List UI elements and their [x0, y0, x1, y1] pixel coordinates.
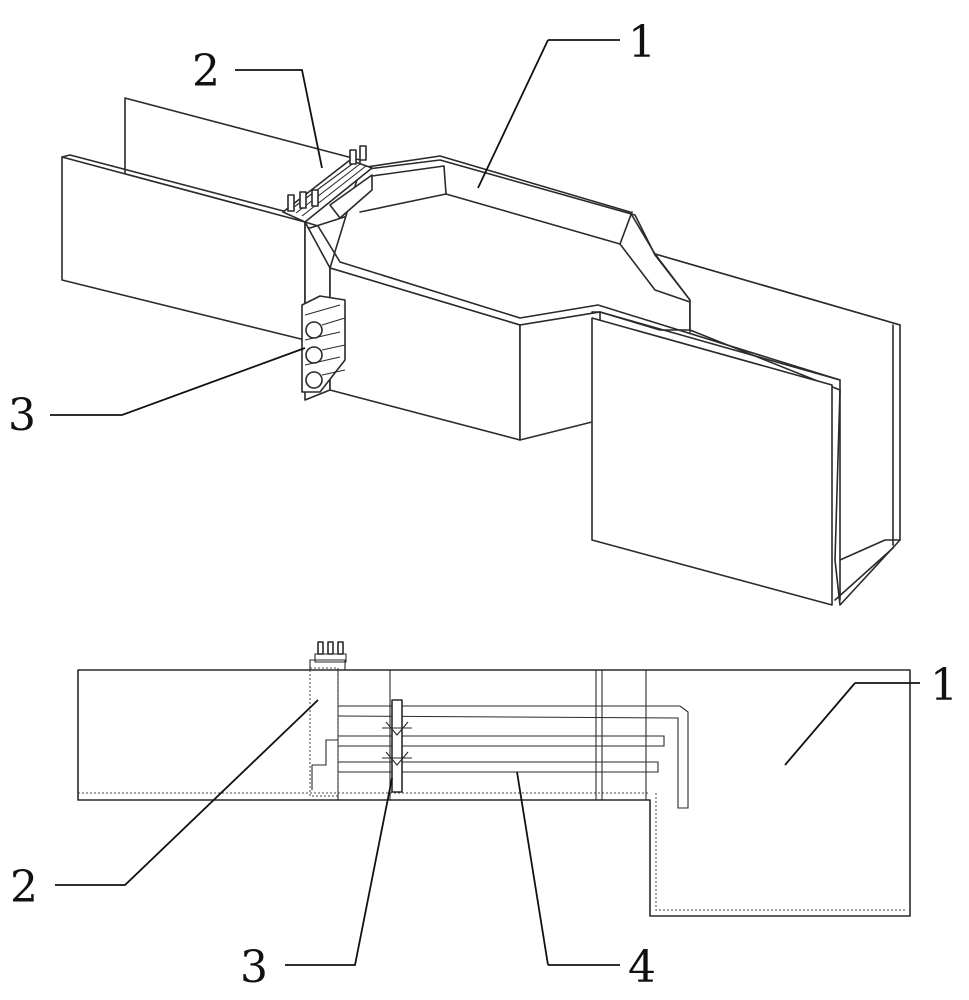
pipe-1: [337, 705, 689, 809]
right-end-floor: [834, 539, 901, 601]
top-label-2: 2: [192, 46, 220, 97]
mechanism-3-side: [382, 699, 412, 793]
section-line-c: [595, 670, 603, 800]
mechanism-2-top: [282, 145, 373, 223]
trough-outline: [77, 669, 911, 917]
bottom-leader-4: [516, 771, 620, 966]
bottom-leader-1: [784, 682, 920, 766]
bottom-leader-2: [55, 699, 319, 886]
pipe-2: [338, 735, 665, 747]
right-front-wall-top: [591, 311, 841, 601]
chamber-front-right: [519, 311, 601, 441]
top-leader-1: [477, 39, 620, 189]
pipe-3: [338, 761, 659, 773]
mechanism-3-top: [301, 295, 346, 393]
side-view: [77, 641, 911, 917]
chamber-top-rim: [304, 221, 841, 381]
bottom-label-3: 3: [240, 942, 268, 993]
bottom-label-2: 2: [10, 862, 38, 913]
mechanism-2-side: [309, 641, 347, 797]
left-front-wall-top: [61, 154, 311, 219]
isometric-view: [61, 97, 901, 606]
top-leader-3: [50, 347, 306, 416]
inner-wall-edge: [359, 193, 447, 213]
top-label-3: 3: [8, 390, 36, 441]
top-label-1: 1: [628, 17, 656, 68]
right-front-wall: [591, 317, 833, 606]
top-leader-2: [235, 69, 323, 169]
bottom-label-4: 4: [628, 942, 656, 993]
bottom-leader-3: [285, 777, 393, 966]
trough-inner-bottom: [78, 792, 905, 911]
bottom-label-1: 1: [930, 660, 958, 711]
right-back-wall: [654, 253, 901, 606]
